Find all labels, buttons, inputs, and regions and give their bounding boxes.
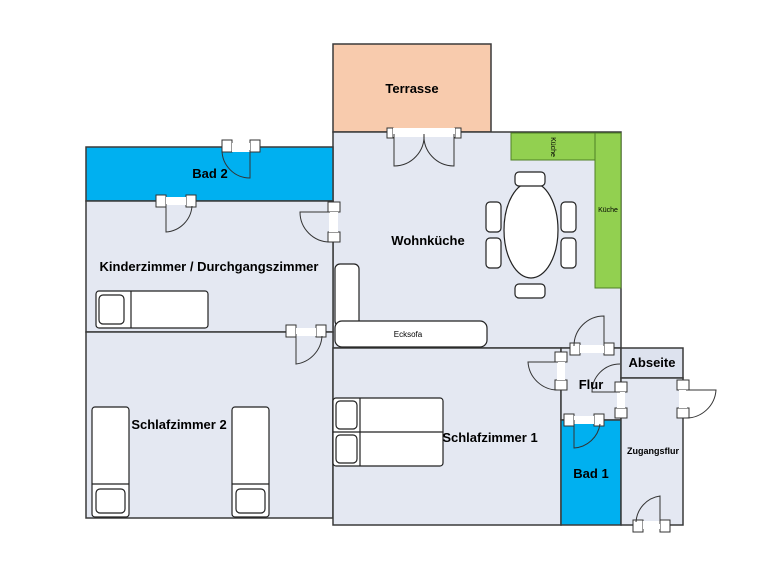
wohnkueche-label: Wohnküche: [391, 233, 464, 248]
door-opening: [617, 392, 625, 408]
door-frame: [315, 324, 327, 338]
door-frame: [659, 519, 671, 533]
door-frame: [614, 407, 628, 419]
door-frame: [676, 407, 690, 419]
door-frame: [603, 342, 615, 356]
kitchen-counter-top: [510, 132, 596, 161]
door-frame: [249, 139, 261, 153]
bad1-label: Bad 1: [573, 466, 608, 481]
door-frame: [155, 194, 167, 208]
door-swing: [635, 495, 661, 524]
bed-pillow: [335, 400, 358, 430]
door-swing: [573, 315, 605, 347]
door-frame: [454, 127, 462, 139]
kinderzimmer-label: Kinderzimmer / Durchgangszimmer: [100, 259, 319, 274]
door-swing: [685, 389, 717, 419]
door-frame: [327, 231, 341, 243]
door-frame: [676, 379, 690, 391]
abseite-label: Abseite: [629, 355, 676, 370]
door-frame: [593, 413, 605, 427]
wohnkueche-floor: [332, 131, 622, 349]
door-swing: [299, 211, 331, 243]
door-opening: [296, 328, 316, 336]
door-swing: [573, 420, 601, 449]
door-opening: [574, 416, 594, 424]
abseite-area: [620, 347, 684, 379]
door-opening: [329, 212, 338, 232]
door-opening: [679, 390, 687, 408]
door-frame: [285, 324, 297, 338]
door-swing: [221, 149, 251, 179]
door-opening: [166, 197, 186, 205]
door-swing: [423, 133, 455, 167]
dining-chair: [514, 171, 546, 187]
bad2-area: [85, 146, 334, 202]
door-swing: [165, 204, 193, 233]
dining-table: [503, 181, 559, 279]
door-swing: [591, 363, 621, 393]
schlafzimmer2-label: Schlafzimmer 2: [131, 417, 226, 432]
door-frame: [554, 351, 568, 363]
door-opening: [580, 345, 604, 353]
door-opening: [393, 128, 455, 137]
dining-chair: [560, 201, 577, 233]
schlafzimmer1-label: Schlafzimmer 1: [442, 430, 537, 445]
bed-pillow: [335, 434, 358, 464]
bed-pillow: [95, 488, 126, 514]
kueche-top-label: Küche: [549, 137, 556, 157]
dining-chair: [514, 283, 546, 299]
bed-pillow: [98, 294, 125, 325]
kitchen-counter-side: [594, 132, 622, 289]
bad1-area: [560, 419, 622, 526]
door-frame: [554, 379, 568, 391]
ecksofa-label: Ecksofa: [394, 330, 423, 339]
door-frame: [632, 519, 644, 533]
door-frame: [185, 194, 197, 208]
door-frame: [221, 139, 233, 153]
door-frame: [569, 342, 581, 356]
flur-label: Flur: [579, 377, 604, 392]
terrasse-label: Terrasse: [385, 81, 438, 96]
dining-chair: [560, 237, 577, 269]
door-swing: [295, 334, 323, 365]
zugangsflur-label: Zugangsflur: [627, 446, 679, 456]
door-frame: [327, 201, 341, 213]
door-swing: [527, 361, 559, 391]
kueche-side-label: Küche: [598, 207, 618, 214]
bad2-label: Bad 2: [192, 166, 227, 181]
door-opening: [557, 362, 565, 380]
dining-chair: [485, 237, 502, 269]
dining-chair: [485, 201, 502, 233]
door-opening: [232, 143, 250, 152]
terrasse-area: [332, 43, 492, 133]
door-frame: [563, 413, 575, 427]
ecksofa-seat: [334, 320, 488, 348]
door-frame: [386, 127, 394, 139]
ecksofa-arm: [334, 263, 360, 327]
door-frame: [614, 381, 628, 393]
bed-pillow: [235, 488, 266, 514]
door-opening: [643, 521, 660, 529]
